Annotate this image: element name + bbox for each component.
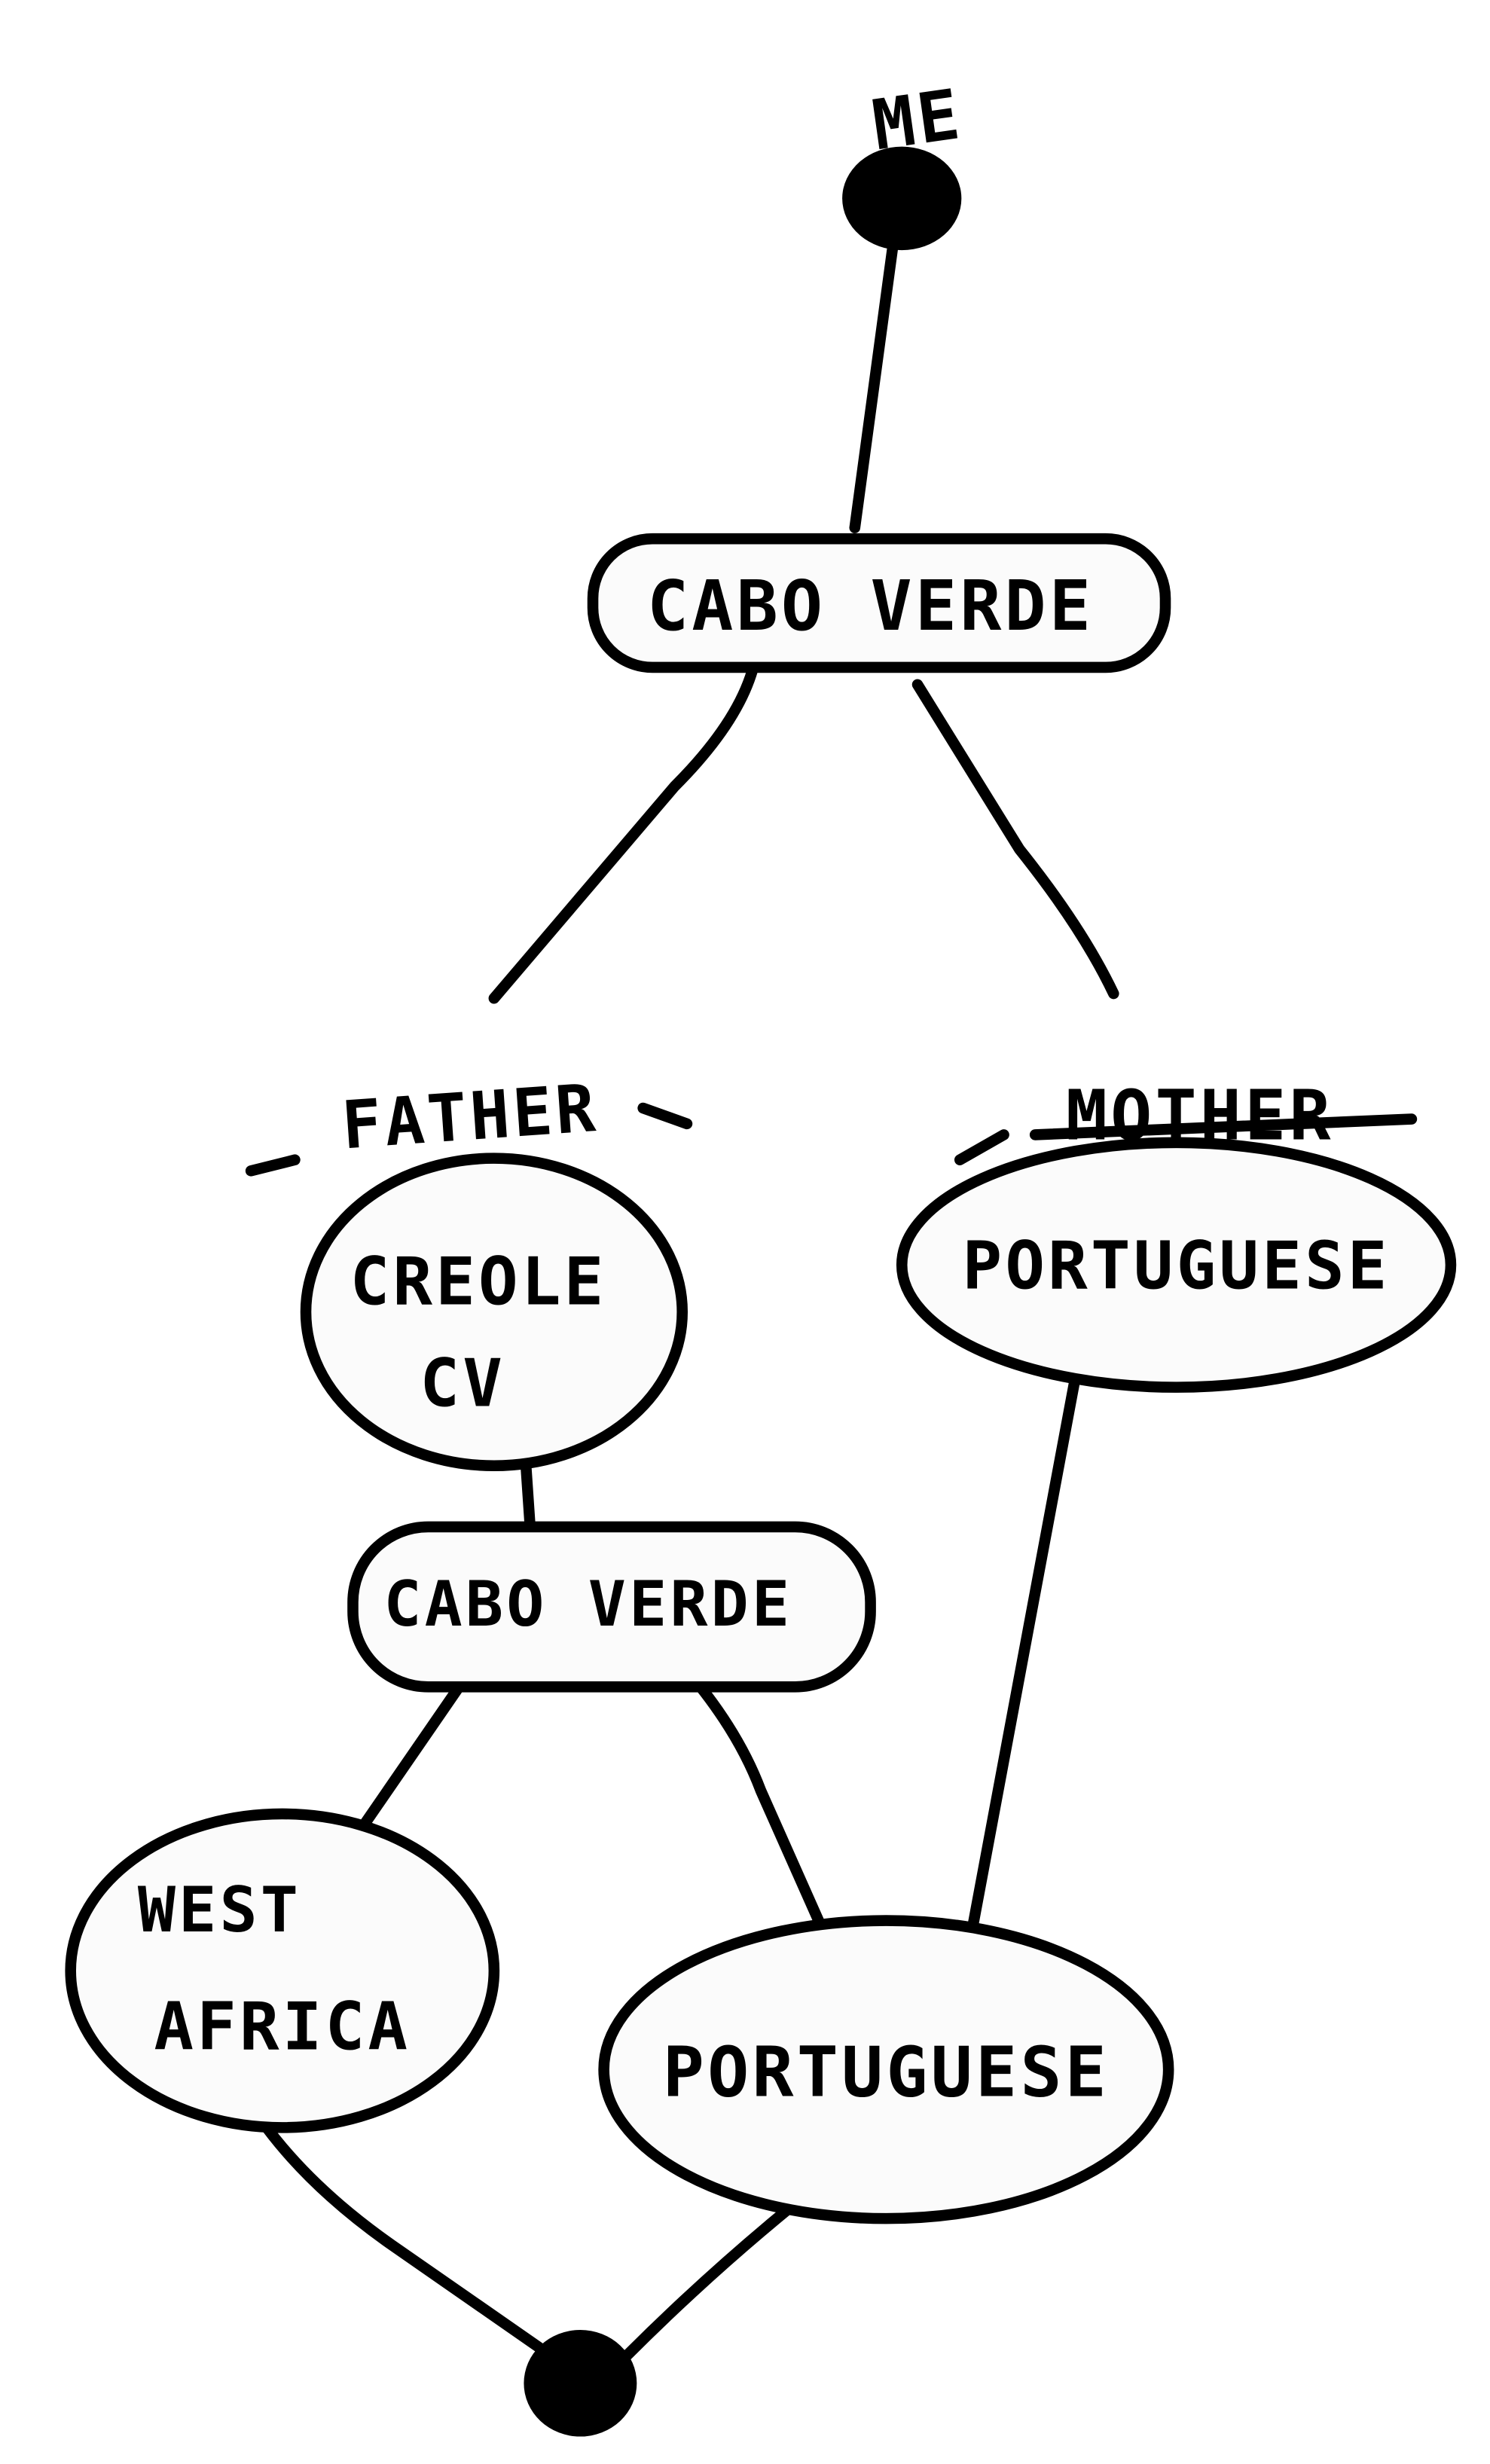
edge-mother-portuguese <box>966 1377 1080 1934</box>
me-dot <box>842 146 962 251</box>
edge-westafrica-ancestor <box>261 2122 579 2377</box>
portuguese-bottom-label: PORTUGUESE <box>663 2032 1110 2113</box>
mother-underline <box>1029 1113 1418 1140</box>
edge-creole-caboverde <box>520 1452 536 1533</box>
node-creole-cv <box>300 1153 689 1472</box>
father-dash-left <box>245 1154 301 1177</box>
creole-label-line1: CREOLE <box>350 1243 607 1320</box>
edge-portuguese-ancestor <box>621 2200 798 2361</box>
creole-label-line2: CV <box>420 1345 505 1422</box>
node-west-africa <box>65 1808 500 2133</box>
father-label: FATHER <box>339 1070 600 1165</box>
node-portuguese-mother <box>896 1137 1457 1393</box>
edge-caboverde-mother <box>911 679 1119 1000</box>
edge-caboverde-portuguese <box>676 1659 829 1937</box>
node-cabo-verde-top <box>587 533 1171 673</box>
west-africa-label-line2: AFRICA <box>154 1988 411 2065</box>
mother-dash-left <box>954 1129 1009 1166</box>
cabo-verde-top-label: CABO VERDE <box>647 566 1094 646</box>
portuguese-mother-label: PORTUGUESE <box>963 1227 1391 1304</box>
edge-me-caboverde <box>849 232 900 533</box>
node-portuguese-bottom <box>598 1915 1174 2224</box>
father-dash-right <box>637 1102 693 1130</box>
edge-caboverde-father <box>488 663 759 1004</box>
west-africa-label-line1: WEST <box>138 1873 301 1946</box>
node-cabo-verde-father <box>347 1521 876 1693</box>
edge-caboverde-westafrica <box>355 1683 464 1836</box>
ancestor-dot <box>524 2329 637 2437</box>
cabo-verde-father-label: CABO VERDE <box>383 1568 792 1641</box>
